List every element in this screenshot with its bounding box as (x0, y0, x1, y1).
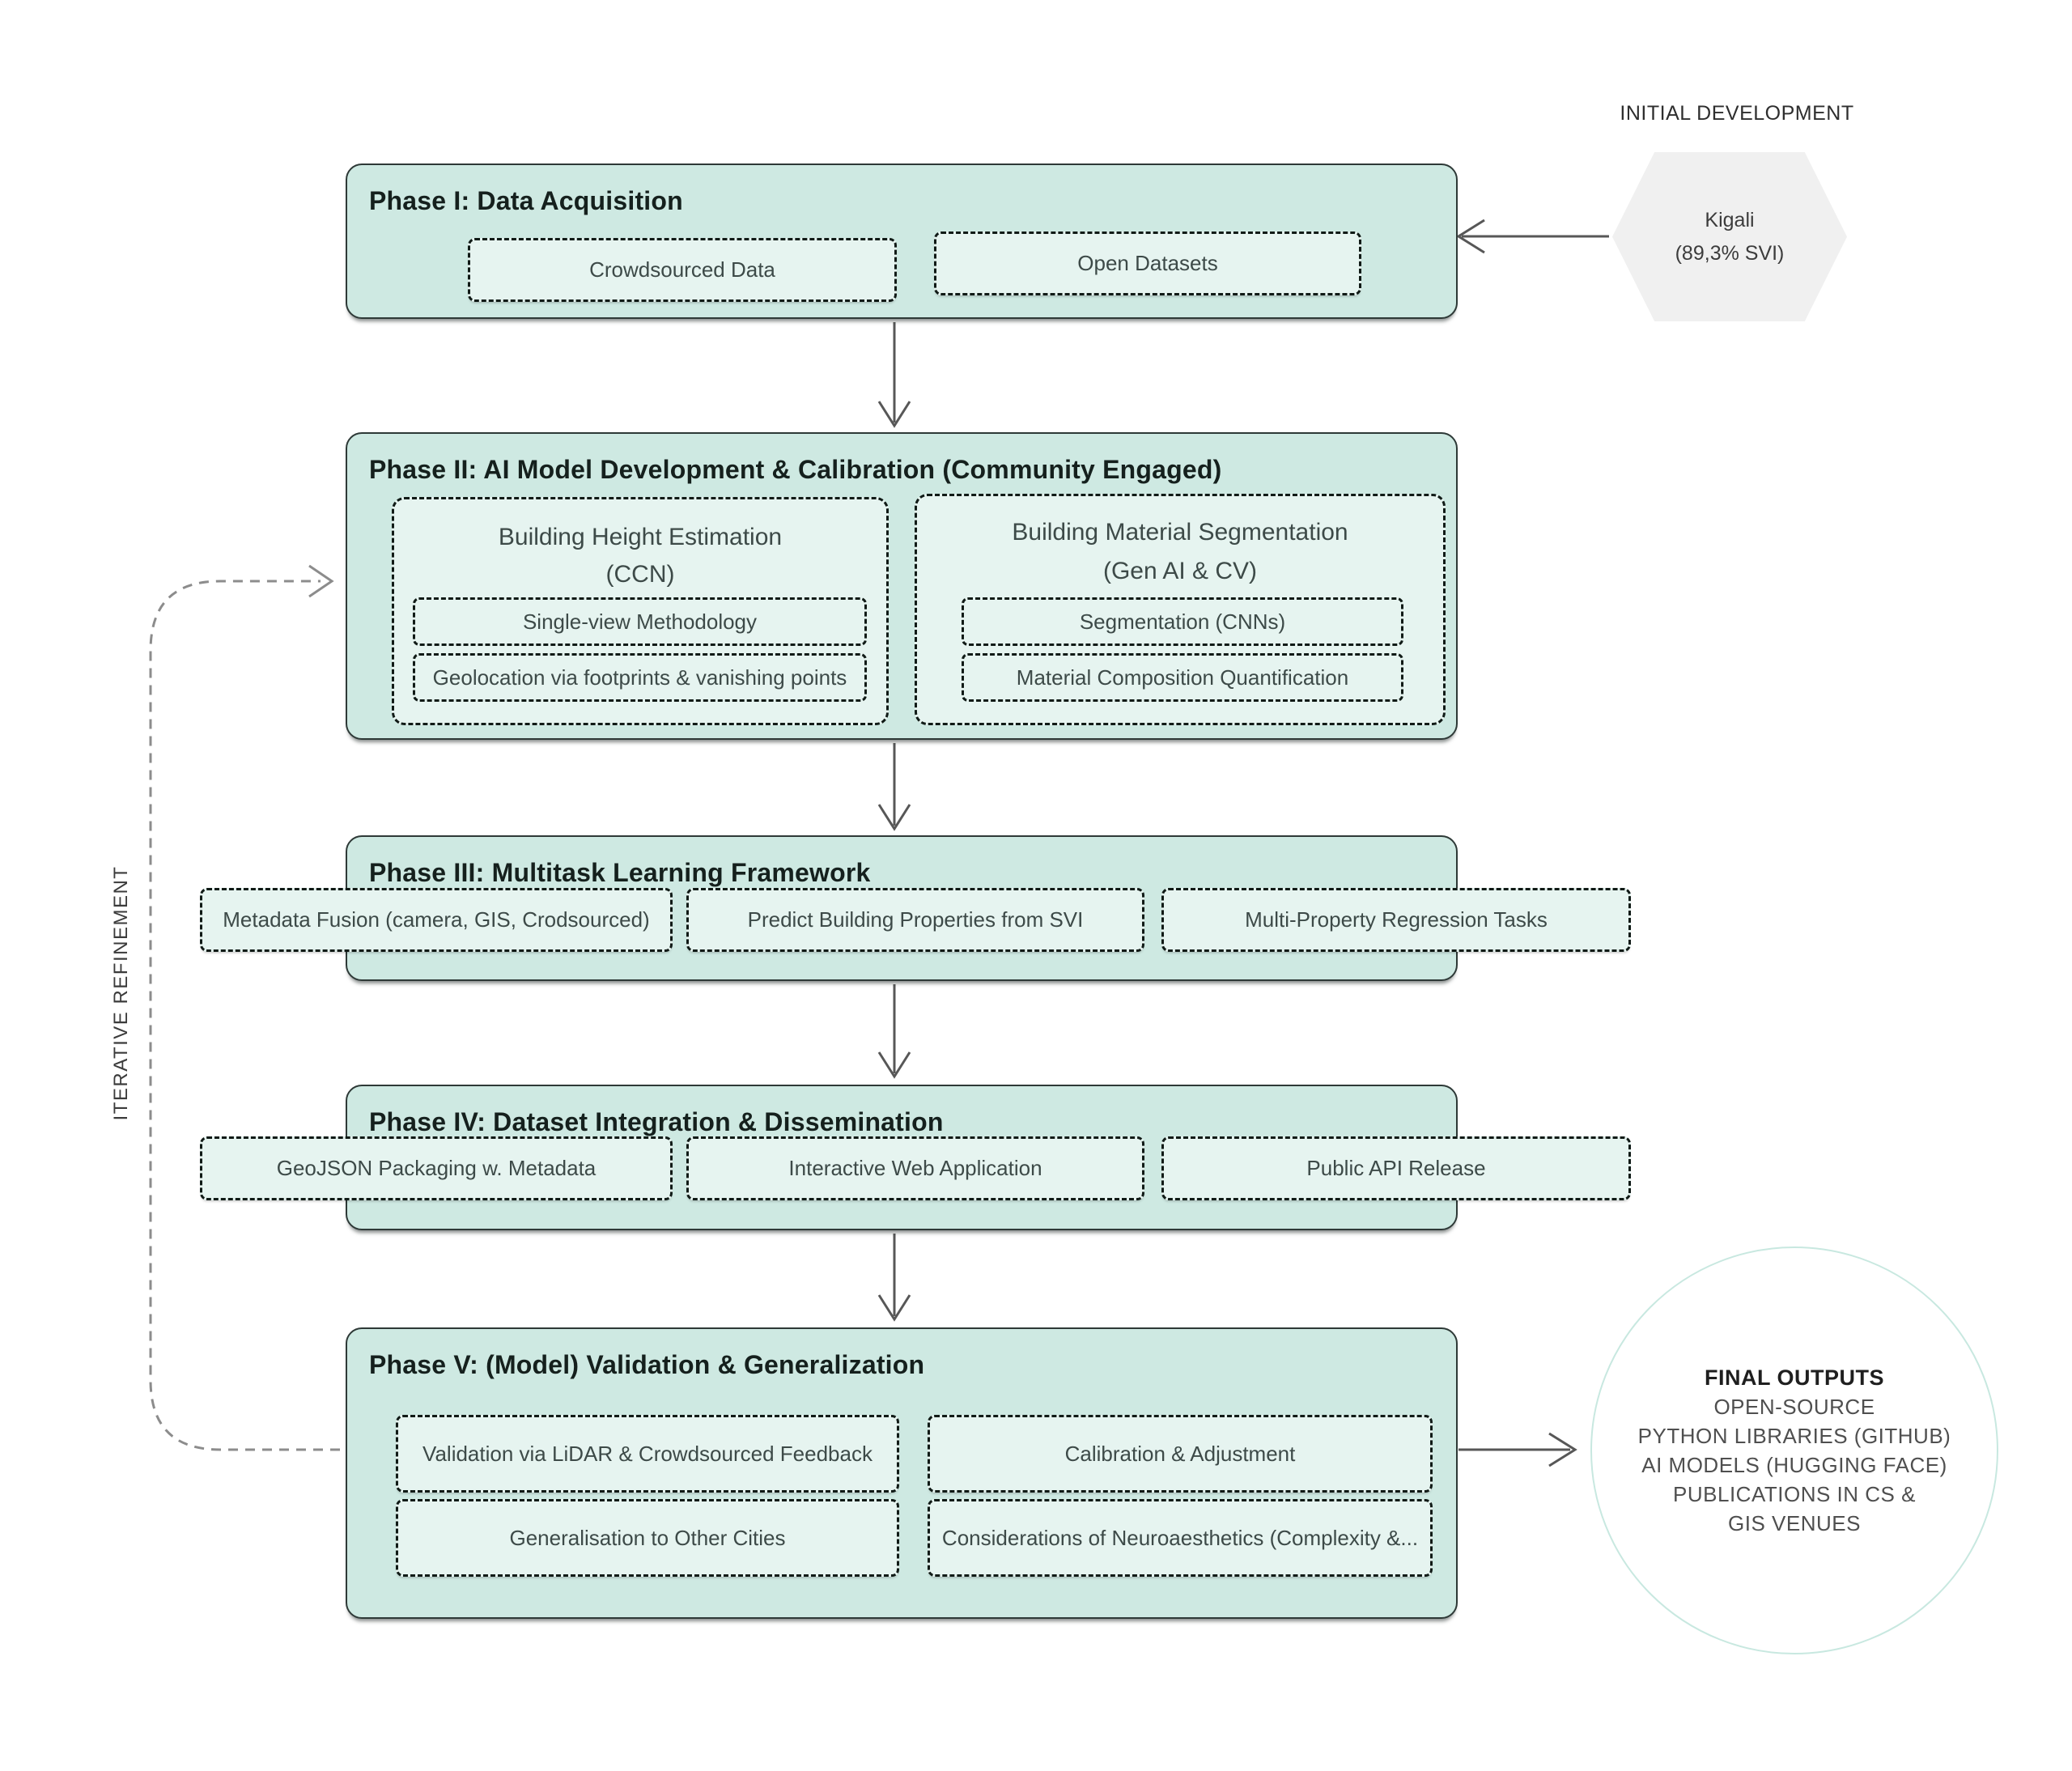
phase2-item-material-quantification: Material Composition Quantification (962, 653, 1403, 702)
phase2-to-phase3-arrow (877, 743, 911, 831)
final-outputs-circle: FINAL OUTPUTS OPEN-SOURCE PYTHON LIBRARI… (1590, 1246, 1998, 1654)
final-outputs-line: OPEN-SOURCE (1713, 1395, 1875, 1419)
phase4-box: Phase IV: Dataset Integration & Dissemin… (200, 1085, 1631, 1230)
phase5-to-outputs-arrow (1458, 1432, 1577, 1467)
phase4-to-phase5-arrow (877, 1234, 911, 1322)
phase5-box: Phase V: (Model) Validation & Generaliza… (346, 1327, 1458, 1619)
initial-to-phase1-arrow (1456, 219, 1609, 254)
phase5-item-neuroaesthetics: Considerations of Neuroaesthetics (Compl… (928, 1499, 1433, 1577)
phase5-title: Phase V: (Model) Validation & Generaliza… (369, 1350, 925, 1379)
phase3-to-phase4-arrow (877, 984, 911, 1079)
phase4-item-geojson-packaging: GeoJSON Packaging w. Metadata (200, 1136, 673, 1200)
final-outputs-line: AI MODELS (HUGGING FACE) (1641, 1453, 1947, 1477)
hexagon-city: Kigali (1705, 208, 1755, 231)
phase3-item-predict-properties: Predict Building Properties from SVI (686, 888, 1144, 952)
phase3-item-multi-property-regression: Multi-Property Regression Tasks (1161, 888, 1631, 952)
group-building-material-subtitle: (Gen AI & CV) (1102, 558, 1258, 584)
phase2-title: Phase II: AI Model Development & Calibra… (369, 455, 1222, 484)
phase2-item-single-view: Single-view Methodology (413, 597, 867, 646)
phase1-item-crowdsourced-data: Crowdsourced Data (468, 238, 897, 302)
phase3-title: Phase III: Multitask Learning Framework (369, 858, 871, 887)
group-building-height-title: Building Height Estimation (498, 524, 783, 550)
initial-development-label: INITIAL DEVELOPMENT (1620, 102, 1854, 125)
group-building-material-title: Building Material Segmentation (1012, 519, 1348, 546)
hexagon-svi-coverage: (89,3% SVI) (1675, 241, 1785, 265)
group-building-height-subtitle: (CCN) (605, 561, 675, 588)
phase1-item-open-datasets: Open Datasets (934, 231, 1361, 295)
final-outputs-line: PYTHON LIBRARIES (GITHUB) (1637, 1424, 1951, 1448)
phase1-title: Phase I: Data Acquisition (369, 186, 683, 215)
phase4-title: Phase IV: Dataset Integration & Dissemin… (369, 1107, 944, 1136)
iterative-refinement-feedback-arrow (149, 564, 340, 1451)
phase5-item-calibration: Calibration & Adjustment (928, 1415, 1433, 1493)
final-outputs-line: PUBLICATIONS IN CS & (1673, 1482, 1916, 1506)
final-outputs-title: FINAL OUTPUTS (1705, 1365, 1884, 1390)
iterative-refinement-label: ITERATIVE REFINEMENT (110, 865, 132, 1121)
phase1-to-phase2-arrow (877, 322, 911, 428)
phase2-group-building-material: Building Material Segmentation (Gen AI &… (915, 494, 1446, 725)
final-outputs-line: GIS VENUES (1728, 1511, 1861, 1535)
phase2-item-geolocation: Geolocation via footprints & vanishing p… (413, 653, 867, 702)
phase3-box: Phase III: Multitask Learning Framework … (200, 835, 1631, 981)
initial-development-hexagon: Kigali (89,3% SVI) (1612, 152, 1847, 321)
phase5-item-validation-lidar: Validation via LiDAR & Crowdsourced Feed… (396, 1415, 899, 1493)
phase2-box: Phase II: AI Model Development & Calibra… (346, 432, 1458, 740)
phase1-box: Phase I: Data Acquisition Crowdsourced D… (346, 164, 1458, 319)
phase4-item-public-api: Public API Release (1161, 1136, 1631, 1200)
phase2-group-building-height: Building Height Estimation (CCN) Single-… (392, 497, 889, 725)
phase3-item-metadata-fusion: Metadata Fusion (camera, GIS, Crodsource… (200, 888, 673, 952)
phase4-item-web-application: Interactive Web Application (686, 1136, 1144, 1200)
phase5-item-generalisation: Generalisation to Other Cities (396, 1499, 899, 1577)
phase2-item-segmentation: Segmentation (CNNs) (962, 597, 1403, 646)
